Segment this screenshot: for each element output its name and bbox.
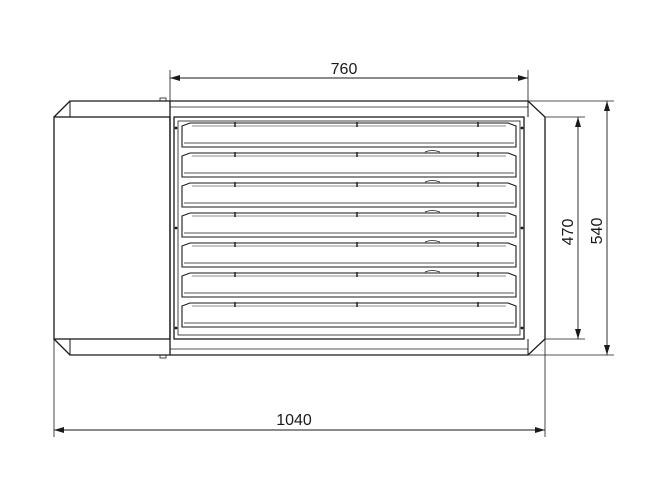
- dimension-overall-height: 540: [528, 100, 614, 356]
- dimension-top-width: 760: [169, 61, 529, 101]
- louver-blade: [181, 212, 517, 238]
- louver-blade: [181, 182, 517, 208]
- louver-blade: [181, 122, 517, 148]
- fan-arc: [424, 240, 441, 243]
- fan-arc: [424, 210, 441, 213]
- dim-label-760: 760: [331, 61, 358, 78]
- louver-blade: [181, 152, 517, 178]
- fan-arc: [424, 180, 441, 183]
- louver-blade: [181, 272, 517, 298]
- louver-blade: [181, 242, 517, 268]
- dimension-overall-width: 1040: [53, 339, 546, 437]
- heater-housing: [53, 97, 546, 359]
- dimension-inner-height: 470: [545, 116, 585, 340]
- louver-blades: [181, 122, 517, 328]
- dim-label-470: 470: [560, 219, 577, 246]
- fan-arc: [424, 270, 441, 273]
- fan-arc: [424, 150, 441, 153]
- louver-blade: [181, 302, 517, 328]
- dim-label-540: 540: [589, 218, 606, 245]
- frame-rivets: [174, 126, 524, 330]
- dim-label-1040: 1040: [276, 412, 312, 429]
